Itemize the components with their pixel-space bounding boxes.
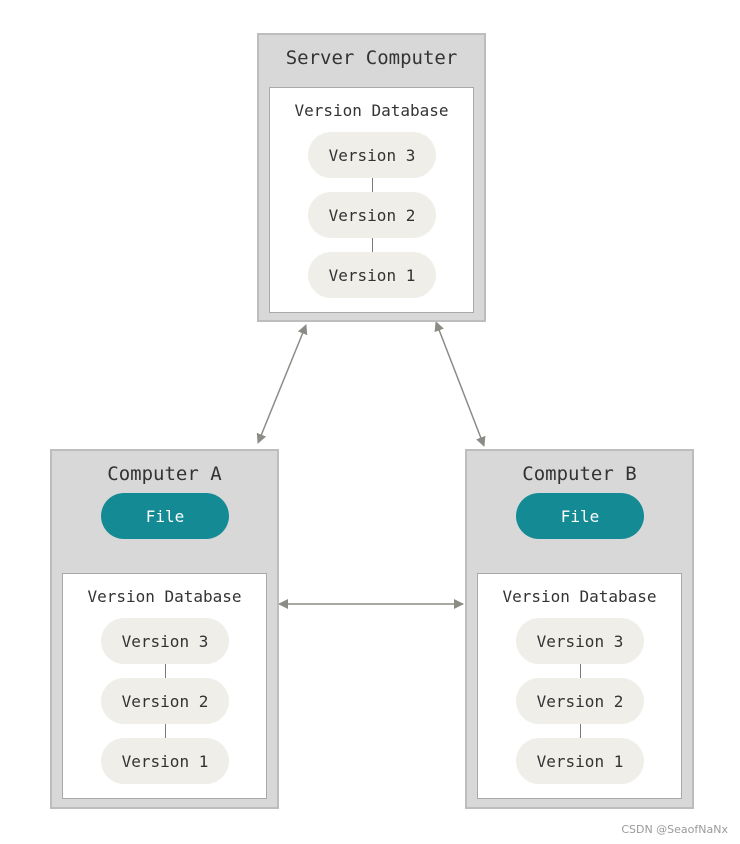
arrow-server-to-computer-b [434, 321, 486, 447]
arrow-server-to-computer-a [256, 324, 308, 444]
computer-b-title: Computer B [522, 463, 637, 485]
server-database-title: Version Database [294, 101, 449, 120]
computer-a-title: Computer A [107, 463, 222, 485]
server-version-3: Version 3 [308, 132, 436, 178]
computer-b-connector-3-2 [580, 664, 581, 678]
server-version-2: Version 2 [308, 192, 436, 238]
computer-b-database-title: Version Database [502, 587, 657, 606]
computer-b-version-2: Version 2 [516, 678, 644, 724]
computer-a-version-2: Version 2 [101, 678, 229, 724]
computer-b-version-3: Version 3 [516, 618, 644, 664]
server-computer-title: Server Computer [285, 47, 458, 69]
server-connector-2-1 [372, 238, 373, 252]
server-version-1: Version 1 [308, 252, 436, 298]
server-computer: Server Computer Version Database Version… [257, 33, 486, 322]
computer-a-connector-2-1 [165, 724, 166, 738]
computer-b-version-1: Version 1 [516, 738, 644, 784]
computer-a-database-title: Version Database [87, 587, 242, 606]
server-version-database: Version Database Version 3 Version 2 Ver… [269, 87, 474, 313]
computer-a-version-3: Version 3 [101, 618, 229, 664]
computer-a-version-1: Version 1 [101, 738, 229, 784]
computer-b: Computer B File Version Database Version… [465, 449, 694, 809]
computer-b-file: File [516, 493, 644, 539]
computer-a: Computer A File Version Database Version… [50, 449, 279, 809]
server-connector-3-2 [372, 178, 373, 192]
computer-b-version-database: Version Database Version 3 Version 2 Ver… [477, 573, 682, 799]
watermark: CSDN @SeaofNaNx [621, 823, 728, 836]
computer-a-file: File [101, 493, 229, 539]
computer-b-connector-2-1 [580, 724, 581, 738]
computer-a-version-database: Version Database Version 3 Version 2 Ver… [62, 573, 267, 799]
computer-a-connector-3-2 [165, 664, 166, 678]
